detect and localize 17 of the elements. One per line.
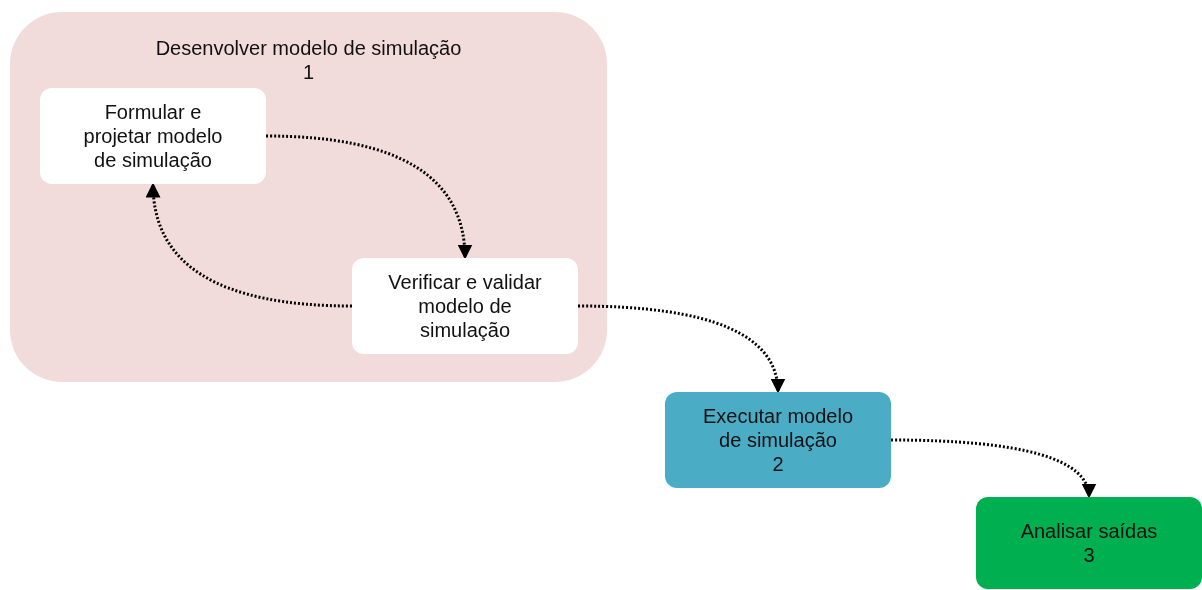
arrow [265,134,472,260]
step-number: 1 [302,60,315,84]
node-label: Formular e projetar modelo de simulação [82,100,224,172]
process-box [352,258,578,354]
process-box [976,497,1202,589]
step-number: 3 [1083,543,1095,567]
arrow [890,438,1095,499]
node-label: Verificar e validar modelo de simulação [387,270,543,342]
step-number: 2 [772,452,784,476]
process-box [665,392,891,488]
node-label: Executar modelo de simulação [701,404,855,452]
group-panel [10,12,607,382]
node-label: Analisar saídas [1020,519,1158,543]
arrow [577,304,785,394]
arrow [146,182,353,308]
node-label: Desenvolver modelo de simulação [155,36,462,60]
process-box [40,88,266,184]
